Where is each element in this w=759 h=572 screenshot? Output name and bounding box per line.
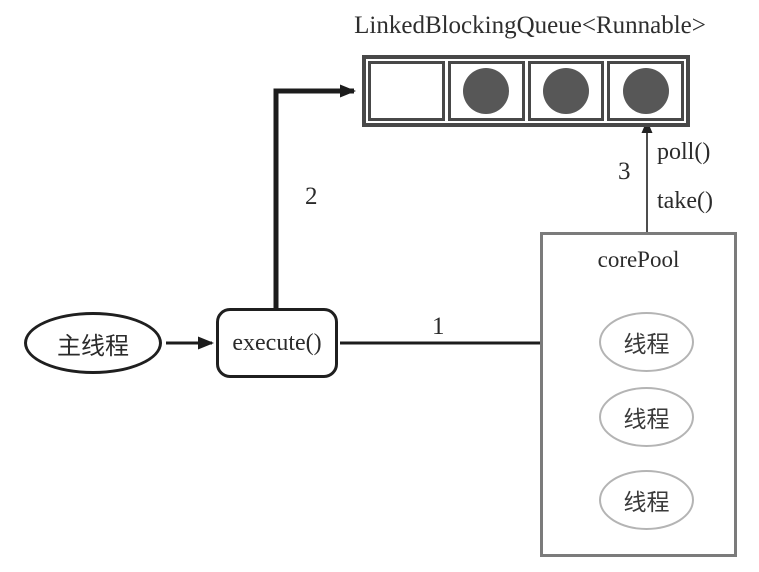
core-pool-threads: 线程线程线程 — [599, 312, 694, 530]
core-pool-label: corePool — [597, 247, 680, 272]
queue-cell — [527, 61, 605, 121]
queue-title: LinkedBlockingQueue<Runnable> — [354, 12, 706, 39]
step-1-label: 1 — [432, 313, 445, 340]
thread-ellipse: 线程 — [599, 470, 694, 530]
main-thread-label: 主线程 — [57, 333, 129, 360]
execute-label: execute() — [232, 329, 322, 356]
execute-box: execute() — [216, 308, 338, 378]
thread-ellipse: 线程 — [599, 387, 694, 447]
take-label: take() — [657, 188, 713, 214]
queue — [362, 55, 690, 127]
step-2-label: 2 — [305, 183, 318, 210]
queue-cell — [447, 61, 525, 121]
task-circle — [622, 68, 669, 114]
thread-ellipse: 线程 — [599, 312, 694, 372]
queue-cell — [368, 61, 445, 121]
poll-label: poll() — [657, 139, 711, 165]
queue-cell — [607, 61, 684, 121]
task-circle — [463, 68, 510, 114]
task-circle — [542, 68, 589, 114]
main-thread-ellipse: 主线程 — [24, 312, 162, 374]
step-3-label: 3 — [618, 158, 631, 185]
